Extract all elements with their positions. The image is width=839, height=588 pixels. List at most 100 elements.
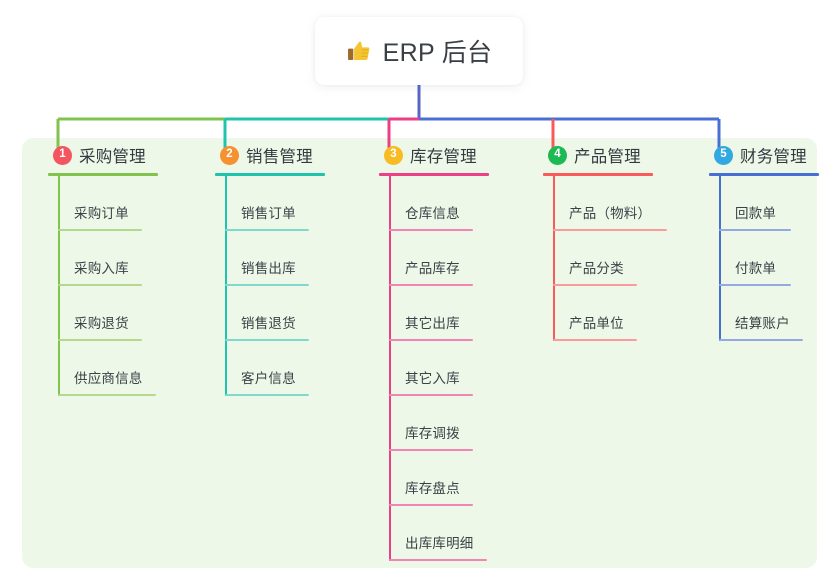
menu-item-label: 客户信息 (241, 371, 296, 386)
menu-item-rule (225, 229, 309, 231)
column-spine (389, 176, 391, 561)
menu-item-label: 销售订单 (241, 206, 296, 221)
menu-item-label: 出库库明细 (405, 536, 474, 551)
menu-item-label: 产品分类 (569, 261, 624, 276)
menu-item[interactable]: 采购入库 (36, 231, 158, 286)
column-items: 回款单付款单结算账户 (697, 176, 819, 341)
menu-item-rule (389, 394, 473, 396)
column-采购管理: 1 采购管理采购订单采购入库采购退货供应商信息 (36, 143, 158, 396)
menu-item-rule (58, 339, 142, 341)
column-badge-2: 2 (220, 145, 239, 165)
menu-item-rule (553, 339, 637, 341)
menu-item-label: 供应商信息 (74, 371, 143, 386)
menu-item-label: 采购入库 (74, 261, 129, 276)
menu-item[interactable]: 客户信息 (203, 341, 325, 396)
menu-item[interactable]: 供应商信息 (36, 341, 158, 396)
menu-item[interactable]: 产品分类 (531, 231, 653, 286)
column-财务管理: 5 财务管理回款单付款单结算账户 (697, 143, 819, 341)
root-title-label: ERP 后台 (382, 39, 493, 67)
menu-item-rule (389, 559, 487, 561)
column-header-采购管理[interactable]: 1 采购管理 (36, 143, 158, 167)
menu-item-rule (389, 504, 473, 506)
column-header-财务管理[interactable]: 5 财务管理 (697, 143, 819, 167)
column-badge-1: 1 (53, 145, 72, 165)
thumbs-up-icon (347, 41, 370, 60)
menu-item-label: 其它入库 (405, 371, 460, 386)
menu-item-rule (719, 229, 791, 231)
menu-item-rule (719, 339, 803, 341)
column-header-rule (709, 173, 819, 176)
column-spine (58, 176, 60, 396)
menu-item[interactable]: 库存盘点 (367, 451, 489, 506)
menu-item-rule (225, 394, 309, 396)
column-header-产品管理[interactable]: 4 产品管理 (531, 143, 653, 167)
column-header-label: 产品管理 (574, 148, 641, 166)
menu-item-label: 销售出库 (241, 261, 296, 276)
menu-item-rule (225, 284, 309, 286)
menu-item-label: 销售退货 (241, 316, 296, 331)
menu-item[interactable]: 采购订单 (36, 176, 158, 231)
column-header-label: 销售管理 (246, 148, 313, 166)
column-items: 采购订单采购入库采购退货供应商信息 (36, 176, 158, 396)
menu-item-rule (58, 394, 156, 396)
column-产品管理: 4 产品管理产品（物料） 产品分类产品单位 (531, 143, 667, 341)
menu-item-rule (389, 339, 473, 341)
menu-item[interactable]: 仓库信息 (367, 176, 489, 231)
column-header-库存管理[interactable]: 3 库存管理 (367, 143, 489, 167)
menu-item-rule (225, 339, 309, 341)
menu-item[interactable]: 付款单 (697, 231, 819, 286)
menu-item[interactable]: 产品库存 (367, 231, 489, 286)
menu-item-rule (58, 229, 142, 231)
menu-item[interactable]: 其它入库 (367, 341, 489, 396)
column-spine (225, 176, 227, 396)
menu-item-label: 库存盘点 (405, 481, 460, 496)
column-badge-5: 5 (714, 145, 733, 165)
menu-item-label: 产品库存 (405, 261, 460, 276)
column-header-label: 财务管理 (740, 148, 807, 166)
menu-item[interactable]: 出库库明细 (367, 506, 489, 561)
menu-item-label: 结算账户 (735, 316, 790, 331)
column-badge-4: 4 (548, 145, 567, 165)
root-node-card[interactable]: ERP 后台 (315, 17, 523, 85)
menu-item[interactable]: 销售订单 (203, 176, 325, 231)
column-spine (719, 176, 721, 341)
column-header-销售管理[interactable]: 2 销售管理 (203, 143, 325, 167)
column-header-label: 库存管理 (410, 148, 477, 166)
menu-item-rule (389, 229, 473, 231)
menu-item-label: 其它出库 (405, 316, 460, 331)
menu-item-rule (389, 284, 473, 286)
column-header-rule (379, 173, 489, 176)
menu-item-rule (553, 229, 667, 231)
column-header-rule (48, 173, 158, 176)
menu-item-label: 回款单 (735, 206, 777, 221)
menu-item[interactable]: 销售退货 (203, 286, 325, 341)
menu-item-rule (719, 284, 791, 286)
column-spine (553, 176, 555, 341)
column-header-rule (543, 173, 653, 176)
column-items: 仓库信息产品库存其它出库其它入库库存调拨库存盘点出库库明细 (367, 176, 489, 561)
menu-item-rule (58, 284, 142, 286)
menu-item[interactable]: 产品（物料） (531, 176, 667, 231)
menu-item[interactable]: 结算账户 (697, 286, 819, 341)
menu-item-rule (389, 449, 473, 451)
menu-item-label: 库存调拨 (405, 426, 460, 441)
column-销售管理: 2 销售管理销售订单销售出库销售退货客户信息 (203, 143, 325, 396)
column-header-label: 采购管理 (79, 148, 146, 166)
menu-item-label: 付款单 (735, 261, 777, 276)
diagram-panel (22, 138, 817, 568)
menu-item[interactable]: 其它出库 (367, 286, 489, 341)
menu-item[interactable]: 销售出库 (203, 231, 325, 286)
menu-item-label: 仓库信息 (405, 206, 460, 221)
root-title-wrap: ERP 后台 (346, 33, 493, 69)
menu-item[interactable]: 采购退货 (36, 286, 158, 341)
menu-item-rule (553, 284, 637, 286)
menu-item-label: 产品（物料） (569, 206, 652, 221)
column-header-rule (215, 173, 325, 176)
column-badge-3: 3 (384, 145, 403, 165)
column-items: 销售订单销售出库销售退货客户信息 (203, 176, 325, 396)
menu-item[interactable]: 回款单 (697, 176, 819, 231)
menu-item[interactable]: 产品单位 (531, 286, 653, 341)
menu-item-label: 采购订单 (74, 206, 129, 221)
menu-item[interactable]: 库存调拨 (367, 396, 489, 451)
menu-item-label: 产品单位 (569, 316, 624, 331)
